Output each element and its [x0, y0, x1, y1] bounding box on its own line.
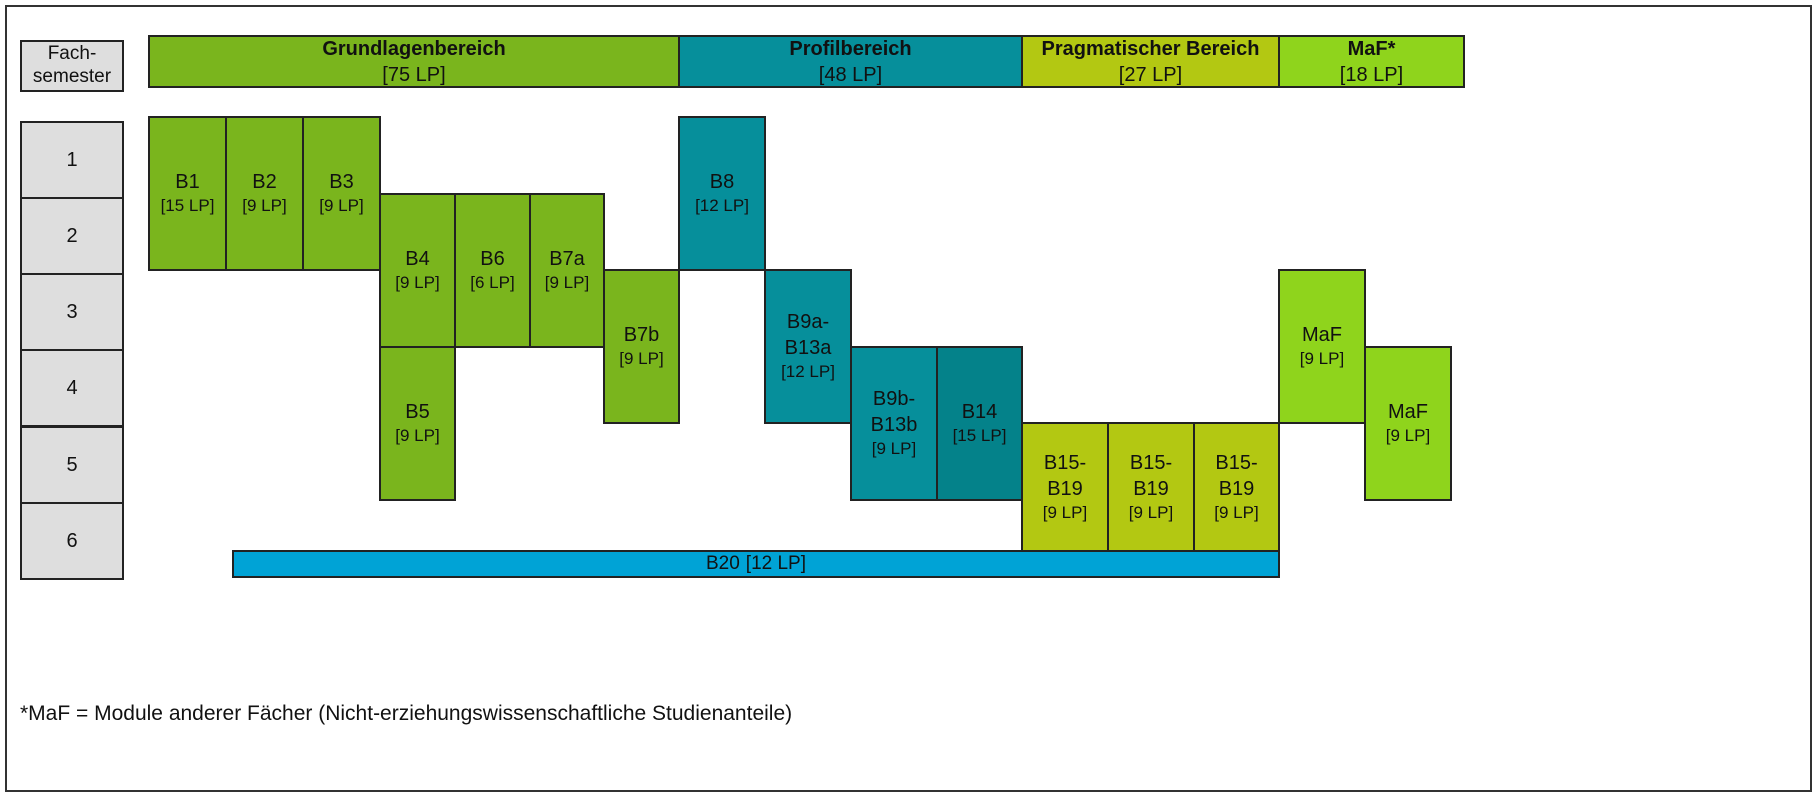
area-header-pragmatisch: Pragmatischer Bereich [27 LP] — [1021, 35, 1280, 88]
module-label: B3 — [329, 171, 354, 194]
module-b14: B14 [15 LP] — [936, 346, 1023, 501]
area-lp: [27 LP] — [1118, 63, 1183, 86]
module-label: B6 — [480, 248, 505, 271]
semester-4: 4 — [20, 349, 124, 427]
module-b15-b19-2: B15- B19 [9 LP] — [1107, 422, 1195, 552]
module-b6: B6 [6 LP] — [454, 193, 531, 348]
module-b3: B3 [9 LP] — [302, 116, 381, 271]
module-lp: [9 LP] — [1214, 502, 1259, 522]
module-b15-b19-1: B15- B19 [9 LP] — [1021, 422, 1109, 552]
module-label: MaF — [1388, 401, 1428, 424]
footnote: *MaF = Module anderer Fächer (Nicht-erzi… — [20, 702, 793, 725]
module-label: B7a — [549, 248, 585, 271]
module-lp: [9 LP] — [1042, 502, 1088, 522]
module-lp: [9 LP] — [319, 196, 364, 216]
area-header-maf: MaF* [18 LP] — [1278, 35, 1465, 88]
module-label: B5 — [405, 401, 430, 424]
module-label: B1 — [175, 171, 200, 194]
module-lp: [12 LP] — [745, 552, 807, 574]
module-maf-2: MaF [9 LP] — [1364, 346, 1452, 501]
module-lp: [6 LP] — [470, 273, 515, 293]
module-b9b-b13b: B9b- B13b [9 LP] — [850, 346, 938, 501]
module-lp: [12 LP] — [781, 362, 835, 382]
module-label: B4 — [405, 248, 430, 271]
module-b8: B8 [12 LP] — [678, 116, 766, 271]
area-lp: [75 LP] — [382, 63, 446, 86]
semester-header: Fach- semester — [20, 40, 124, 92]
module-b2: B2 [9 LP] — [225, 116, 304, 271]
module-b15-b19-3: B15- B19 [9 LP] — [1193, 422, 1280, 552]
module-lp: [15 LP] — [160, 196, 215, 216]
module-label: B9b- B13b — [870, 388, 918, 437]
area-title: Grundlagenbereich — [322, 37, 506, 60]
module-label: B15- B19 — [1043, 451, 1087, 500]
module-lp: [9 LP] — [395, 426, 440, 446]
area-header-grundlagen: Grundlagenbereich [75 LP] — [148, 35, 680, 88]
module-b9a-b13a: B9a- B13a [12 LP] — [764, 269, 852, 424]
semester-5: 5 — [20, 426, 124, 504]
semester-2: 2 — [20, 197, 124, 275]
module-lp: [9 LP] — [395, 273, 440, 293]
module-b1: B1 [15 LP] — [148, 116, 227, 271]
module-label: MaF — [1302, 324, 1342, 347]
module-label: B15- B19 — [1215, 451, 1258, 500]
module-label: B2 — [252, 171, 277, 194]
module-lp: [9 LP] — [871, 439, 917, 459]
area-header-profil: Profilbereich [48 LP] — [678, 35, 1023, 88]
module-label: B14 — [961, 401, 998, 424]
module-b7a: B7a [9 LP] — [529, 193, 605, 348]
module-b20: B20 [12 LP] — [232, 550, 1280, 578]
area-title: Pragmatischer Bereich — [1041, 37, 1260, 60]
module-label: B15- B19 — [1129, 451, 1173, 500]
module-label: B8 — [709, 171, 735, 194]
area-lp: [48 LP] — [818, 63, 883, 86]
module-lp: [9 LP] — [619, 349, 664, 369]
module-lp: [9 LP] — [544, 273, 590, 293]
area-title: MaF* — [1347, 37, 1396, 60]
semester-3: 3 — [20, 273, 124, 351]
area-title: Profilbereich — [789, 37, 912, 60]
semester-1: 1 — [20, 121, 124, 199]
module-lp: [9 LP] — [1299, 349, 1345, 369]
module-b5: B5 [9 LP] — [379, 346, 456, 501]
module-maf-1: MaF [9 LP] — [1278, 269, 1366, 424]
module-b4: B4 [9 LP] — [379, 193, 456, 348]
module-lp: [9 LP] — [1128, 502, 1174, 522]
module-lp: [9 LP] — [1385, 426, 1431, 446]
module-lp: [9 LP] — [242, 196, 287, 216]
module-lp: [12 LP] — [695, 196, 749, 216]
module-b7b: B7b [9 LP] — [603, 269, 680, 424]
module-label: B7b — [623, 324, 660, 347]
semester-6: 6 — [20, 502, 124, 580]
area-lp: [18 LP] — [1339, 63, 1404, 86]
module-label: B9a- B13a — [784, 311, 832, 360]
diagram-frame: Fach- semester 1 2 3 4 5 6 Grundlagenber… — [5, 5, 1812, 792]
module-label: B20 — [705, 552, 740, 574]
module-lp: [15 LP] — [952, 426, 1007, 446]
